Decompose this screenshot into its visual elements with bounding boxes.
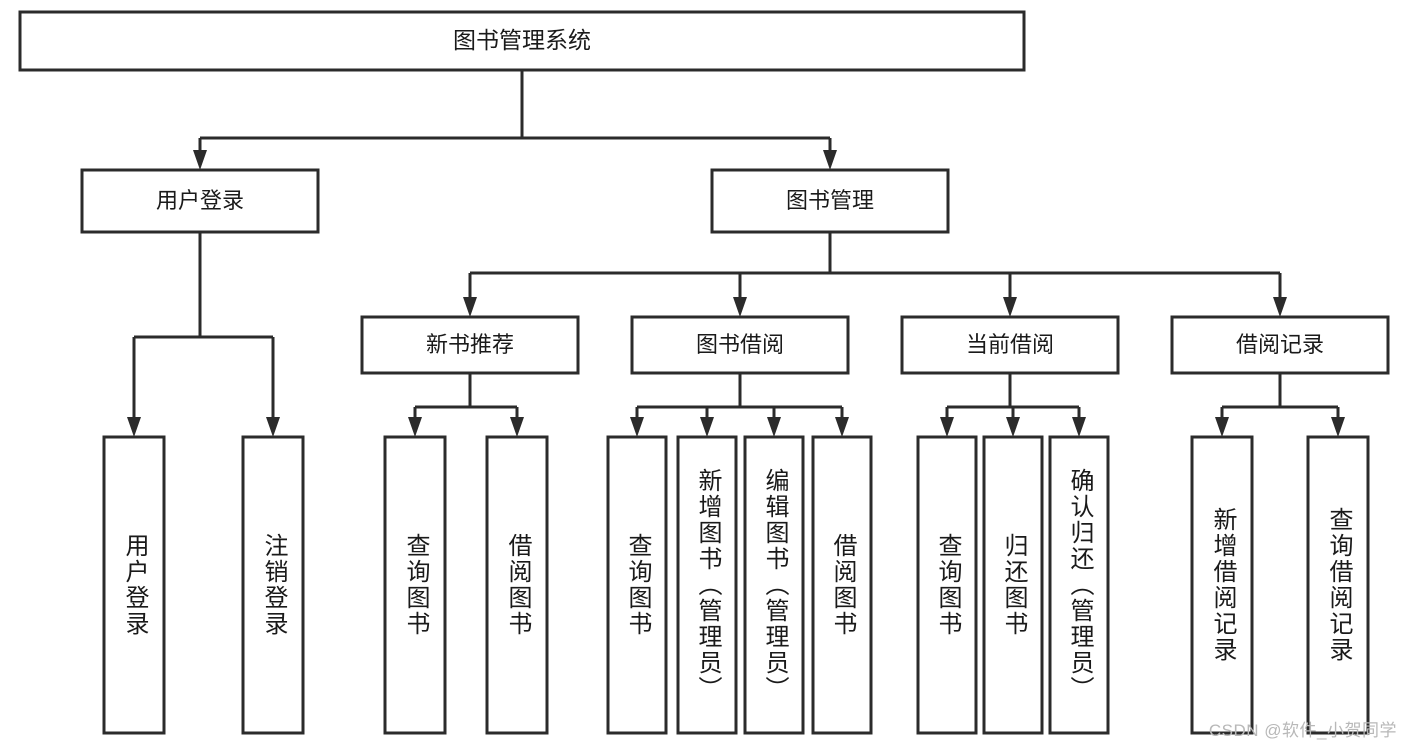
arrow-head-icon bbox=[127, 417, 141, 437]
node-leaf-current-query-book[interactable] bbox=[916, 435, 978, 735]
node-leaf-borrow-edit-book[interactable] bbox=[743, 435, 805, 735]
node-box bbox=[606, 435, 668, 735]
arrow-head-icon bbox=[193, 150, 207, 170]
node-box bbox=[241, 435, 305, 735]
node-leaf-user-login[interactable] bbox=[102, 435, 166, 735]
arrow-head-icon bbox=[1006, 417, 1020, 437]
arrow-head-icon bbox=[1215, 417, 1229, 437]
node-label: 当前借阅 bbox=[966, 332, 1054, 357]
arrow-head-icon bbox=[835, 417, 849, 437]
node-leaf-user-logout[interactable] bbox=[241, 435, 305, 735]
node-box bbox=[18, 10, 1026, 72]
node-box bbox=[710, 168, 950, 234]
node-current-borrow[interactable]: 当前借阅 bbox=[900, 315, 1120, 375]
node-box bbox=[1170, 315, 1390, 375]
node-label: 用户登录 bbox=[156, 188, 244, 213]
arrow-head-icon bbox=[510, 417, 524, 437]
node-box bbox=[1190, 435, 1254, 735]
node-box bbox=[1306, 435, 1370, 735]
node-box bbox=[630, 315, 850, 375]
node-leaf-recommend-borrow-book[interactable] bbox=[485, 435, 549, 735]
node-leaf-borrow-query-book[interactable] bbox=[606, 435, 668, 735]
arrow-head-icon bbox=[630, 417, 644, 437]
node-box bbox=[811, 435, 873, 735]
arrow-head-icon bbox=[823, 150, 837, 170]
node-leaf-recommend-query-book[interactable] bbox=[383, 435, 447, 735]
node-label: 借阅记录 bbox=[1236, 332, 1324, 357]
node-label: 图书借阅 bbox=[696, 332, 784, 357]
node-box bbox=[900, 315, 1120, 375]
node-new-book-recommend[interactable]: 新书推荐 bbox=[360, 315, 580, 375]
node-user-login[interactable]: 用户登录 bbox=[80, 168, 320, 234]
arrow-head-icon bbox=[1072, 417, 1086, 437]
connectors-layer bbox=[127, 70, 1345, 437]
arrow-head-icon bbox=[1273, 297, 1287, 317]
arrow-head-icon bbox=[266, 417, 280, 437]
node-borrow-record[interactable]: 借阅记录 bbox=[1170, 315, 1390, 375]
node-box bbox=[485, 435, 549, 735]
node-box bbox=[916, 435, 978, 735]
node-leaf-current-confirm-return[interactable] bbox=[1048, 435, 1110, 735]
node-box bbox=[743, 435, 805, 735]
arrow-head-icon bbox=[940, 417, 954, 437]
arrow-head-icon bbox=[1003, 297, 1017, 317]
node-label: 新书推荐 bbox=[426, 332, 514, 357]
node-box bbox=[383, 435, 447, 735]
arrow-head-icon bbox=[408, 417, 422, 437]
node-box bbox=[982, 435, 1044, 735]
node-leaf-record-query[interactable] bbox=[1306, 435, 1370, 735]
node-box bbox=[676, 435, 738, 735]
node-leaf-borrow-borrow-book[interactable] bbox=[811, 435, 873, 735]
node-book-manage[interactable]: 图书管理 bbox=[710, 168, 950, 234]
arrow-head-icon bbox=[1331, 417, 1345, 437]
node-book-borrow[interactable]: 图书借阅 bbox=[630, 315, 850, 375]
node-leaf-current-return-book[interactable] bbox=[982, 435, 1044, 735]
node-label: 图书管理 bbox=[786, 188, 874, 213]
watermark-text: CSDN @软件_小贺同学 bbox=[1208, 721, 1397, 740]
node-root[interactable]: 图书管理系统 bbox=[18, 10, 1026, 72]
arrow-head-icon bbox=[733, 297, 747, 317]
node-leaf-record-add[interactable] bbox=[1190, 435, 1254, 735]
arrow-head-icon bbox=[463, 297, 477, 317]
node-box bbox=[360, 315, 580, 375]
node-label: 图书管理系统 bbox=[453, 27, 591, 53]
arrow-head-icon bbox=[700, 417, 714, 437]
arrow-head-icon bbox=[767, 417, 781, 437]
node-leaf-borrow-add-book[interactable] bbox=[676, 435, 738, 735]
node-box bbox=[80, 168, 320, 234]
node-box bbox=[1048, 435, 1110, 735]
node-box bbox=[102, 435, 166, 735]
